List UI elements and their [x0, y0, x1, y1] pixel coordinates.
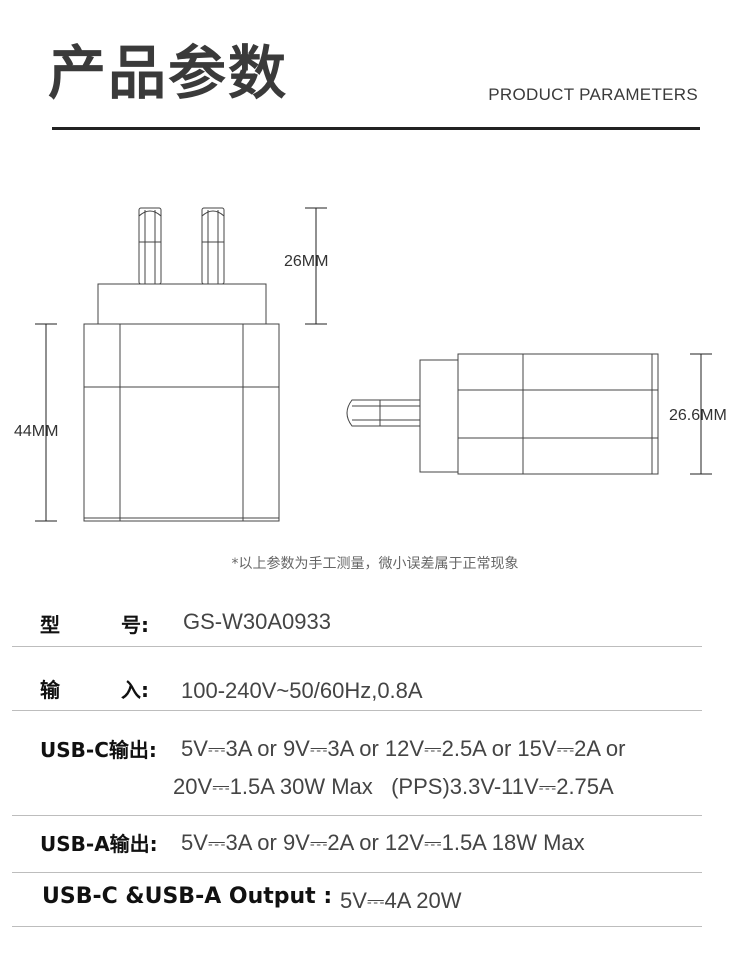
separator: [12, 872, 702, 873]
spec-row-usbc: USB-C输出: 5V⎓3A or 9V⎓3A or 12V⎓2.5A or 1…: [0, 732, 750, 812]
spec-label-combined: USB-C &USB-A Output :: [42, 884, 333, 909]
spec-label-usba: USB-A输出:: [40, 832, 158, 856]
spec-row-usba: USB-A输出: 5V⎓3A or 9V⎓2A or 12V⎓1.5A 18W …: [0, 826, 750, 866]
separator: [12, 815, 702, 816]
front-base-plate: [97, 283, 267, 325]
side-pin: [346, 399, 421, 427]
dim-line-pin: [305, 207, 327, 325]
spec-row-combined: USB-C &USB-A Output : 5V⎓4A 20W: [0, 884, 750, 924]
side-body: [457, 353, 659, 475]
spec-label-usbc: USB-C输出:: [40, 738, 157, 762]
front-pin-right: [201, 207, 225, 285]
spec-value-combined: 5V⎓4A 20W: [340, 888, 462, 913]
dim-line-body: [35, 323, 57, 522]
spec-label-input-2: 入:: [121, 678, 149, 702]
front-body: [83, 323, 280, 522]
spec-value-input: 100-240V~50/60Hz,0.8A: [181, 678, 423, 703]
spec-label-model-1: 型: [40, 613, 60, 637]
dim-label-side: 26.6MM: [669, 407, 727, 424]
side-base-plate: [419, 359, 459, 473]
spec-value-model: GS-W30A0933: [183, 609, 331, 634]
spec-value-usbc-line2: 20V⎓1.5A 30W Max (PPS)3.3V-11V⎓2.75A: [173, 774, 614, 799]
dim-label-pin: 26MM: [284, 253, 328, 270]
spec-label-input-1: 输: [40, 678, 60, 702]
measurement-note: *以上参数为手工测量，微小误差属于正常现象: [231, 556, 519, 572]
spec-label-model-2: 号:: [121, 613, 149, 637]
spec-row-input: 输 入: 100-240V~50/60Hz,0.8A: [0, 672, 750, 712]
charger-dimension-drawing: 26MM 44MM 26.6MM: [14, 207, 727, 522]
title-rule: [52, 127, 700, 130]
dim-line-side: [690, 353, 712, 475]
separator: [12, 926, 702, 927]
page-title-cn: 产品参数: [48, 39, 289, 107]
spec-value-usba: 5V⎓3A or 9V⎓2A or 12V⎓1.5A 18W Max: [181, 830, 585, 855]
spec-value-usbc-line1: 5V⎓3A or 9V⎓3A or 12V⎓2.5A or 15V⎓2A or: [181, 736, 626, 761]
dim-label-body: 44MM: [14, 423, 58, 440]
separator: [12, 710, 702, 711]
front-pin-left: [138, 207, 162, 285]
separator: [12, 646, 702, 647]
page-title-en: PRODUCT PARAMETERS: [488, 85, 698, 104]
spec-row-model: 型 号: GS-W30A0933: [0, 605, 750, 645]
